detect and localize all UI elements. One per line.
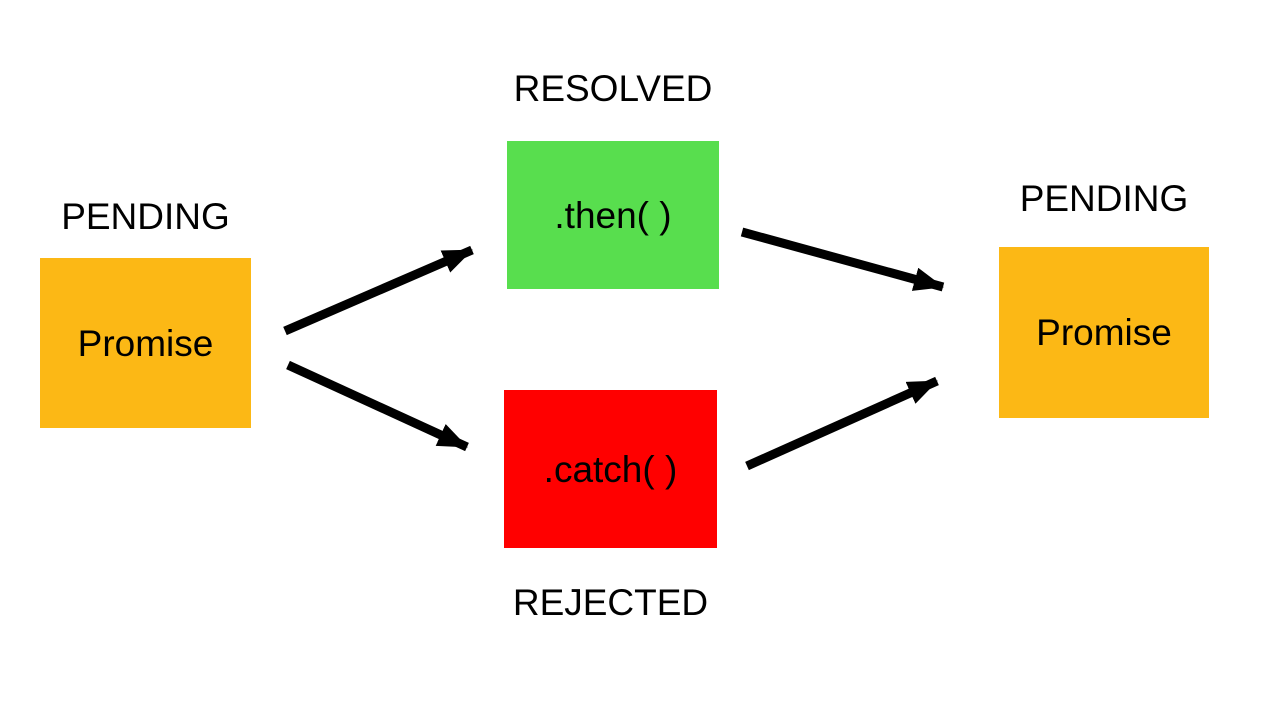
promise-start-label: Promise xyxy=(77,322,214,364)
catch-label: .catch( ) xyxy=(543,448,678,490)
then-box: .then( ) xyxy=(507,141,719,289)
state-label-pending-end: PENDING xyxy=(1019,178,1189,219)
state-label-resolved: RESOLVED xyxy=(513,68,713,109)
promise-end-box: Promise xyxy=(999,247,1209,418)
promise-start-box: Promise xyxy=(40,258,251,428)
then-label: .then( ) xyxy=(554,194,672,236)
arrow-promise-to-catch xyxy=(286,360,469,452)
arrow-catch-to-promise xyxy=(745,376,939,471)
catch-box: .catch( ) xyxy=(504,390,717,548)
state-label-rejected: REJECTED xyxy=(512,582,709,623)
arrow-then-to-promise xyxy=(740,227,945,292)
arrow-promise-to-then xyxy=(283,245,474,336)
state-label-pending-start: PENDING xyxy=(61,196,230,237)
promise-end-label: Promise xyxy=(1036,312,1172,353)
